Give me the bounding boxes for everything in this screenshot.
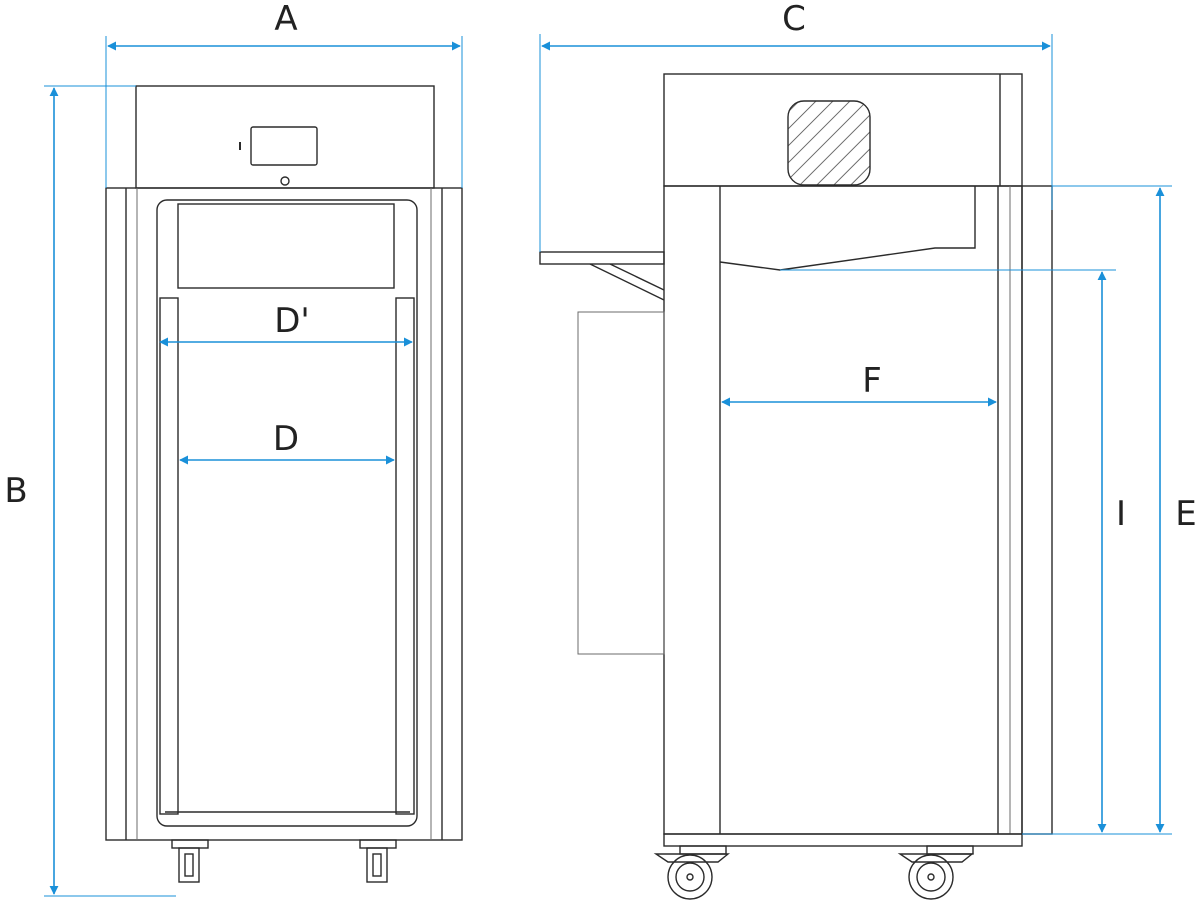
- side-body: [663, 185, 1053, 847]
- rear-bracket: [539, 251, 665, 301]
- dimension-B: B: [4, 85, 176, 897]
- label-D: D: [273, 419, 299, 459]
- dimension-C: C: [539, 0, 1053, 252]
- side-view: [539, 73, 1053, 900]
- dimension-D: D: [179, 419, 395, 465]
- label-F: F: [862, 361, 882, 401]
- front-view: [105, 85, 463, 883]
- dimension-F: F: [721, 361, 997, 407]
- label-A: A: [274, 0, 297, 39]
- front-top-header: [135, 85, 435, 189]
- dimension-D-prime: D': [159, 301, 413, 347]
- label-E: E: [1175, 494, 1196, 534]
- rear-panel: [577, 311, 665, 655]
- label-B: B: [4, 471, 27, 511]
- dimension-E: E: [1052, 185, 1197, 833]
- front-interior-frame: [156, 199, 418, 827]
- label-D-prime: D': [274, 301, 310, 341]
- label-I: I: [1116, 494, 1126, 534]
- dimension-A: A: [105, 0, 463, 188]
- label-C: C: [782, 0, 806, 39]
- control-display-icon: [239, 126, 318, 186]
- hatched-evaporator-icon: [787, 100, 871, 186]
- front-body: [105, 187, 463, 841]
- fan-shroud: [719, 186, 976, 271]
- caster-wheel-icon: [653, 845, 974, 900]
- dimension-I: I: [780, 269, 1172, 835]
- caster-wheel-icon: [171, 839, 397, 883]
